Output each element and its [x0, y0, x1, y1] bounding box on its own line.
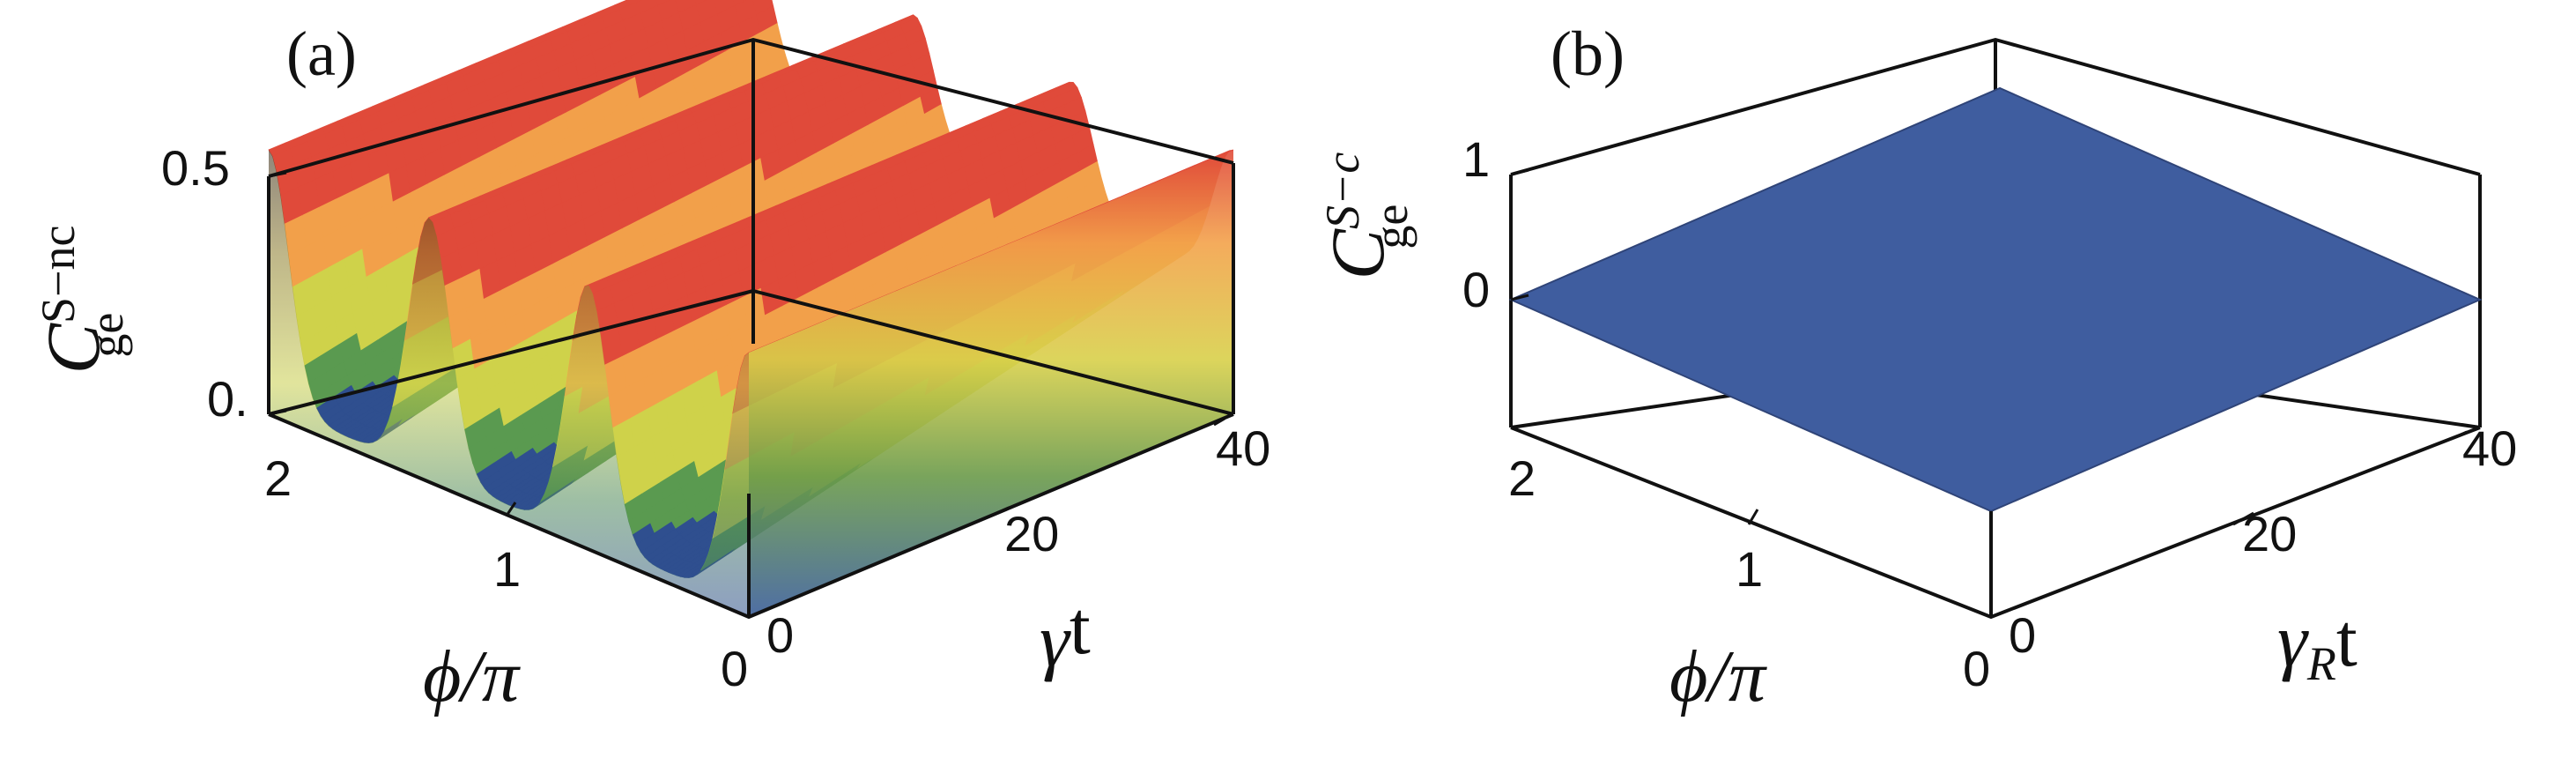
y-tick-a-0: 0	[766, 607, 794, 663]
x-tick-b-2: 2	[1508, 450, 1536, 506]
z-tick-b-1: 1	[1462, 131, 1490, 187]
x-tick-b-0: 0	[1963, 641, 1990, 696]
panel-label-a: (a)	[286, 19, 357, 89]
z-tick-a-0: 0.	[207, 371, 248, 427]
x-tick-a-0: 0	[721, 641, 748, 696]
y-tick-a-1: 20	[1004, 506, 1059, 561]
ticks-a	[268, 171, 1225, 517]
x-tick-a-1: 1	[493, 541, 521, 597]
y-tick-a-2: 40	[1216, 420, 1270, 476]
panel-b: (b) 1 0 CS−cge 2 1 0 ϕ/π 0 20 40 γRt	[1315, 19, 2517, 717]
panel-label-b: (b)	[1551, 19, 1625, 89]
y-tick-b-1: 20	[2242, 506, 2297, 561]
surface-plot-a	[268, 0, 1234, 617]
x-tick-b-1: 1	[1736, 541, 1763, 597]
z-tick-a-1: 0.5	[161, 140, 230, 196]
axis-box-b-front	[1510, 426, 2481, 619]
surface-a-side-face	[749, 150, 1233, 617]
x-tick-a-2: 2	[264, 450, 292, 506]
x-axis-label-b: ϕ/π	[1669, 635, 1768, 717]
z-axis-label-a: CS−ncge	[31, 226, 133, 375]
surface-plot-b	[1508, 86, 2483, 513]
axis-box-a	[267, 38, 1235, 619]
panel-a: (a) 0. 0.5 CS−ncge 2 1 0 ϕ/π 0 20 40 γt	[31, 0, 1270, 717]
y-axis-label-b: γRt	[2277, 598, 2358, 690]
x-axis-label-a: ϕ/π	[423, 635, 522, 717]
ticks-b	[1510, 168, 2468, 526]
y-tick-b-2: 40	[2462, 420, 2517, 476]
z-axis-label-b: CS−cge	[1315, 152, 1418, 280]
y-tick-b-0: 0	[2009, 607, 2036, 663]
y-axis-label-a: γt	[1040, 585, 1091, 682]
z-tick-b-0: 0	[1462, 262, 1490, 317]
